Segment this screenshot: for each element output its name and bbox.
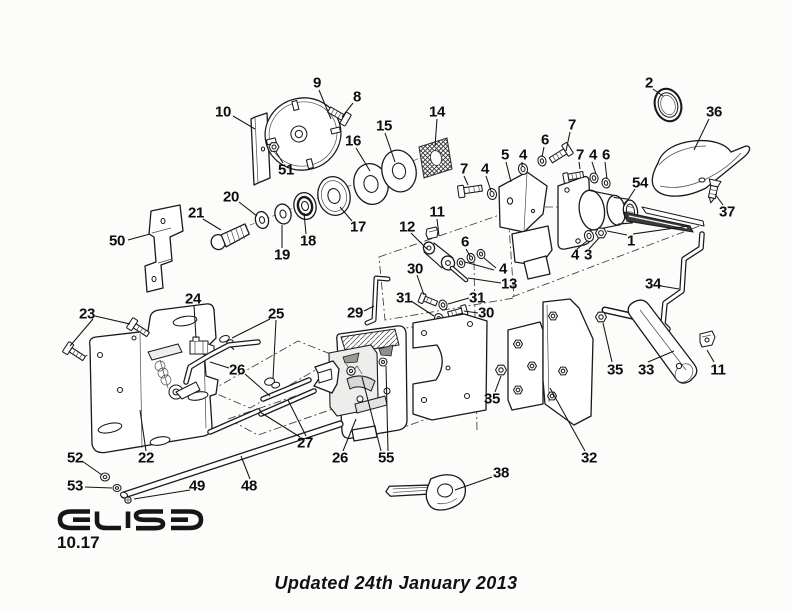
callout-7: 7: [460, 161, 468, 178]
part-21-bolt: [210, 223, 250, 251]
callout-37: 37: [719, 204, 735, 221]
elise-logo: [57, 509, 204, 531]
callout-30: 30: [407, 261, 423, 278]
part-29-hook-rod: [364, 275, 391, 326]
callout-4: 4: [499, 261, 508, 278]
striker-plate: [412, 313, 488, 421]
callout-6: 6: [602, 147, 610, 164]
part-22-mount-plate: [88, 303, 219, 454]
page-number: 10.17: [57, 533, 100, 552]
part-1-key-blades: [623, 206, 705, 233]
part-26-rod-upper: [183, 339, 261, 385]
part-54-lock-barrel: [511, 175, 639, 280]
callout-29: 29: [347, 305, 363, 322]
callout-33: 33: [638, 362, 654, 379]
part-53-washer: [112, 483, 122, 493]
leader-lines: [69, 88, 724, 500]
callout-1: 1: [627, 233, 635, 250]
callout-32: 32: [581, 450, 597, 467]
part-50-stay-bracket: [144, 204, 184, 293]
callout-26: 26: [229, 362, 245, 379]
callout-15: 15: [376, 118, 392, 135]
part-26-rod-lower: [260, 377, 312, 402]
part-2-grommet: [653, 87, 683, 123]
callout-22: 22: [138, 450, 154, 467]
callout-4: 4: [571, 247, 580, 264]
callout-38: 38: [493, 465, 509, 482]
callout-35: 35: [484, 391, 500, 408]
part-36-door-handle: [651, 139, 751, 197]
callout-4: 4: [519, 147, 528, 164]
callout-54: 54: [632, 175, 649, 192]
part-32-bracket: [494, 298, 594, 426]
part-5-bracket: [498, 171, 548, 233]
callout-24: 24: [185, 291, 202, 308]
callout-55: 55: [378, 450, 394, 467]
callout-21: 21: [188, 205, 204, 222]
washers-link: [456, 248, 486, 269]
callout-10: 10: [215, 104, 231, 121]
part-48-long-rod: [119, 420, 344, 499]
callout-2: 2: [645, 75, 653, 92]
callout-11: 11: [710, 362, 725, 379]
callout-3: 3: [584, 247, 592, 264]
callout-50: 50: [109, 233, 125, 250]
callout-27: 27: [297, 435, 313, 452]
callout-4: 4: [481, 161, 490, 178]
part-14-gauze: [418, 137, 453, 179]
callout-14: 14: [429, 104, 446, 121]
callout-30: 30: [478, 305, 494, 322]
callout-51: 51: [278, 162, 294, 179]
callout-6: 6: [541, 132, 549, 149]
callout-6: 6: [461, 234, 469, 251]
callout-8: 8: [353, 89, 361, 106]
part-8-screw: [327, 106, 352, 127]
callout-20: 20: [223, 189, 239, 206]
part-11-clip-right: [699, 330, 716, 348]
fasteners-barrel: [457, 142, 611, 242]
callout-31: 31: [469, 290, 485, 307]
callout-17: 17: [350, 219, 366, 236]
part-49-clip: [124, 496, 132, 504]
part-9-lock-disc: [264, 97, 342, 171]
part-13-pin: [449, 265, 469, 283]
part-33-lever: [594, 299, 698, 384]
callout-23: 23: [79, 306, 95, 323]
callout-48: 48: [241, 478, 257, 495]
callout-4: 4: [589, 147, 598, 164]
callout-7: 7: [576, 147, 584, 164]
callout-19: 19: [274, 247, 290, 264]
part-51-nut: [268, 142, 280, 152]
callout-16: 16: [345, 133, 361, 150]
latch-assembly: [313, 325, 408, 442]
callout-11: 11: [429, 204, 444, 221]
callout-12: 12: [399, 219, 415, 236]
part-37-screw: [707, 178, 722, 204]
callout-25: 25: [268, 306, 284, 323]
callout-7: 7: [568, 117, 576, 134]
callout-5: 5: [501, 147, 509, 164]
washer-stack-15-20: [254, 149, 417, 230]
callout-9: 9: [313, 75, 321, 92]
part-12-link: [422, 226, 456, 271]
callout-53: 53: [67, 478, 83, 495]
callout-49: 49: [189, 478, 205, 495]
callout-35: 35: [607, 362, 623, 379]
part-23-screws: [62, 317, 150, 362]
callout-52: 52: [67, 450, 83, 467]
callout-13: 13: [501, 276, 517, 293]
callout-26: 26: [332, 450, 348, 467]
part-34-rod: [660, 231, 705, 332]
callout-18: 18: [300, 233, 316, 250]
part-52-washer: [99, 472, 111, 482]
callout-34: 34: [645, 276, 662, 293]
callout-36: 36: [706, 104, 722, 121]
part-38-key: [385, 474, 467, 511]
update-note: Updated 24th January 2013: [274, 573, 517, 593]
part-27-rods: [207, 388, 317, 435]
callout-31: 31: [396, 290, 412, 307]
